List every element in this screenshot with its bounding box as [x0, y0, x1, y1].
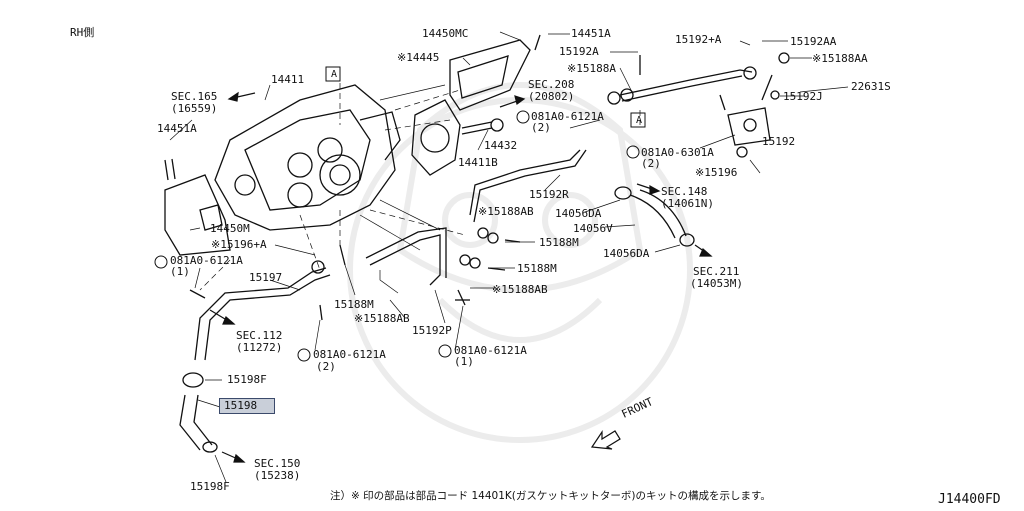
- turbocharger-body: [214, 84, 401, 231]
- ref-box-a-right: [630, 112, 646, 128]
- sec-208-ref: (20802): [528, 90, 575, 103]
- part-15198-highlighted[interactable]: 15198: [219, 398, 275, 414]
- part-14056DA-right[interactable]: 14056DA: [603, 247, 650, 260]
- part-15196A[interactable]: ※15196+A: [211, 238, 267, 251]
- part-15188AA[interactable]: ※15188AA: [812, 52, 868, 65]
- bolt-081A0-6121A-top[interactable]: 081A0-6121A: [531, 110, 604, 123]
- sec-148-ref: (14061N): [661, 197, 714, 210]
- fitting-15192: [727, 107, 771, 146]
- hose-15198: [179, 394, 213, 451]
- part-15188M-low[interactable]: 15188M: [334, 298, 374, 311]
- bolt-081A0-6121A-left-qty: (1): [170, 265, 190, 278]
- part-15196[interactable]: ※15196: [695, 166, 738, 179]
- bolt-081A0-6121A-top-qty: (2): [531, 121, 551, 134]
- part-14411B[interactable]: 14411B: [458, 156, 498, 169]
- gasket-14445: [411, 99, 461, 176]
- part-14445[interactable]: ※14445: [397, 51, 440, 64]
- sec-165-ref: (16559): [171, 102, 218, 115]
- sec-148[interactable]: SEC.148: [661, 185, 708, 198]
- part-15192R[interactable]: 15192R: [529, 188, 569, 201]
- part-15192J[interactable]: 15192J: [783, 90, 823, 103]
- pipe-15197: [204, 274, 331, 361]
- side-label: RH側: [70, 26, 95, 39]
- part-15198F-top[interactable]: 15198F: [227, 373, 267, 386]
- sec-165[interactable]: SEC.165: [171, 90, 218, 103]
- part-15188A[interactable]: ※15188A: [567, 62, 616, 75]
- pipe-15192R: [469, 149, 581, 216]
- part-15188M-right[interactable]: 15188M: [539, 236, 579, 249]
- bolt-081A0-6121A-br[interactable]: 081A0-6121A: [454, 344, 527, 357]
- sec-150-ref: (15238): [254, 469, 301, 482]
- sec-211-ref: (14053M): [690, 277, 743, 290]
- bolt-081A0-6301A[interactable]: 081A0-6301A: [641, 146, 714, 159]
- part-14411[interactable]: 14411: [271, 73, 305, 86]
- part-15192P[interactable]: 15192P: [412, 324, 452, 337]
- part-15192[interactable]: 15192: [762, 135, 796, 148]
- part-15188M-mid[interactable]: 15188M: [517, 262, 557, 275]
- diagram-code: J14400FD: [938, 492, 1001, 507]
- part-14056V[interactable]: 14056V: [573, 222, 613, 235]
- part-22631S[interactable]: 22631S: [851, 80, 891, 93]
- bolt-b-markers: [154, 110, 640, 362]
- sec-112[interactable]: SEC.112: [236, 329, 283, 342]
- part-15197[interactable]: 15197: [249, 271, 283, 284]
- part-14451A-left[interactable]: 14451A: [157, 122, 197, 135]
- sec-150[interactable]: SEC.150: [254, 457, 301, 470]
- hose-14056V: [629, 189, 687, 239]
- sec-211[interactable]: SEC.211: [693, 265, 740, 278]
- footnote: 注）※ 印の部品は部品コード 14401K(ガスケットキットターボ)のキットの構…: [330, 490, 771, 502]
- part-15188AB-right[interactable]: ※15188AB: [492, 283, 548, 296]
- part-15192A[interactable]: 15192A: [559, 45, 599, 58]
- front-arrow-icon: [590, 430, 621, 450]
- part-15188AB-top[interactable]: ※15188AB: [478, 205, 534, 218]
- bolt-081A0-6301A-qty: (2): [641, 157, 661, 170]
- bolt-081A0-6121A-left[interactable]: 081A0-6121A: [170, 254, 243, 267]
- bolt-081A0-6121A-bl[interactable]: 081A0-6121A: [313, 348, 386, 361]
- part-14451A-top[interactable]: 14451A: [571, 27, 611, 40]
- section-arrows: [209, 91, 713, 463]
- sec-208[interactable]: SEC.208: [528, 78, 575, 91]
- part-15192PA[interactable]: 15192+A: [675, 33, 722, 46]
- ref-box-a-left: [325, 66, 341, 82]
- heat-shield-14450M: [164, 174, 231, 256]
- bolts: [164, 34, 726, 321]
- nut-14432: [490, 118, 504, 132]
- part-14432[interactable]: 14432: [484, 139, 518, 152]
- part-14450M[interactable]: 14450M: [210, 222, 250, 235]
- part-15198F-bottom[interactable]: 15198F: [190, 480, 230, 493]
- stud-14411B: [461, 121, 493, 135]
- ref-a-left-label: A: [331, 69, 338, 80]
- part-15192AA[interactable]: 15192AA: [790, 35, 837, 48]
- bolt-081A0-6121A-bl-qty: (2): [316, 360, 336, 373]
- sec-112-ref: (11272): [236, 341, 283, 354]
- leader-lines: [169, 31, 849, 483]
- part-14056DA-top[interactable]: 14056DA: [555, 207, 602, 220]
- ref-a-right-label: A: [636, 115, 643, 126]
- bolt-081A0-6121A-br-qty: (1): [454, 355, 474, 368]
- part-14450MC[interactable]: 14450MC: [422, 27, 469, 40]
- pipe-15192P: [369, 234, 441, 286]
- pipe-15192PA: [619, 69, 753, 96]
- part-15188AB-low[interactable]: ※15188AB: [354, 312, 410, 325]
